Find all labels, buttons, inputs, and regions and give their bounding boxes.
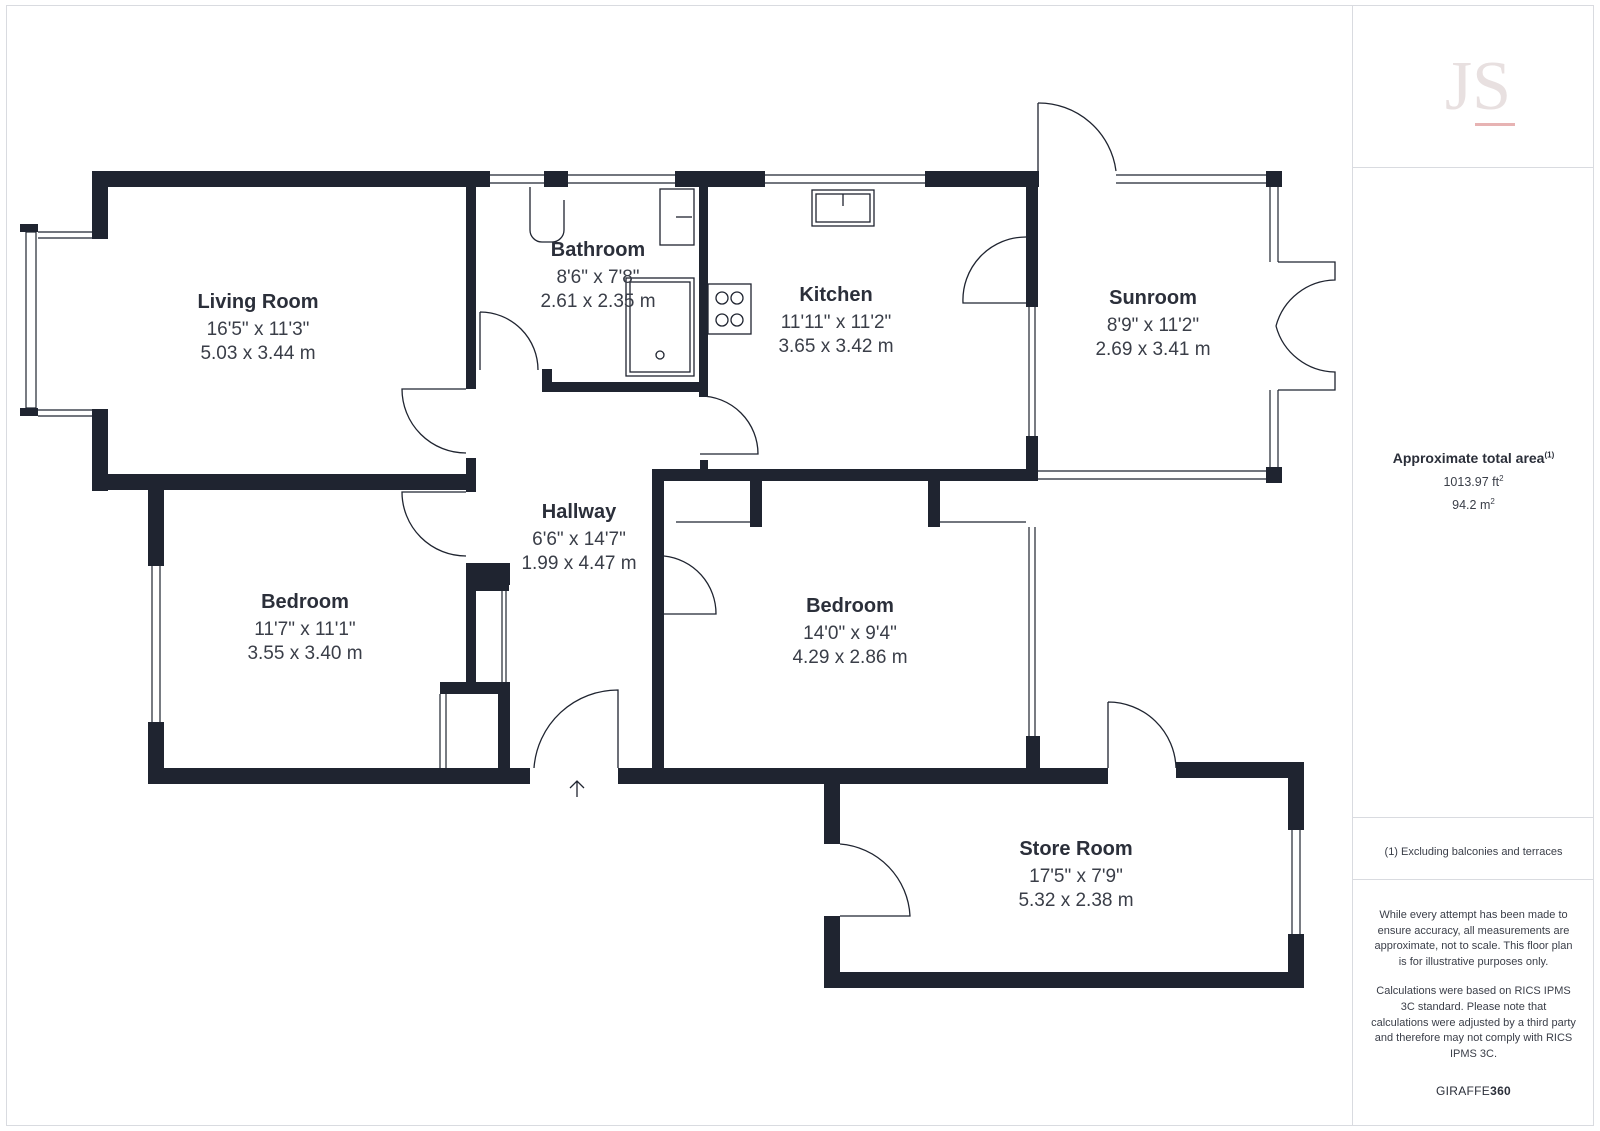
area-title-text: Approximate total area bbox=[1392, 450, 1545, 466]
room-dimensions-metric: 1.99 x 4.47 m bbox=[521, 553, 636, 574]
room-name: Sunroom bbox=[1109, 287, 1197, 309]
room-dimensions-metric: 2.61 x 2.35 m bbox=[540, 291, 655, 312]
windows bbox=[25, 174, 1301, 934]
area-sqft: 1013.97 ft2 bbox=[1353, 474, 1594, 489]
room-name: Living Room bbox=[197, 291, 318, 313]
room-dimensions-metric: 2.69 x 3.41 m bbox=[1095, 339, 1210, 360]
entrance-arrow bbox=[569, 780, 585, 797]
walls bbox=[20, 171, 1304, 988]
brand-mark: GIRAFFE360 bbox=[1353, 1084, 1594, 1098]
area-note-marker: (1) bbox=[1544, 450, 1555, 460]
room-living-room: Living Room 16'5" x 11'3" 5.03 x 3.44 m bbox=[197, 291, 318, 364]
room-dimensions-imperial: 16'5" x 11'3" bbox=[207, 319, 310, 340]
room-name: Kitchen bbox=[799, 284, 872, 306]
room-dimensions-metric: 3.65 x 3.42 m bbox=[778, 336, 893, 357]
room-name: Bedroom bbox=[806, 595, 894, 617]
disclaimer-calculations: Calculations were based on RICS IPMS 3C … bbox=[1371, 985, 1576, 1060]
room-dimensions-metric: 5.32 x 2.38 m bbox=[1018, 890, 1133, 911]
room-dimensions-imperial: 17'5" x 7'9" bbox=[1029, 866, 1123, 887]
room-kitchen: Kitchen 11'11" x 11'2" 3.65 x 3.42 m bbox=[778, 284, 893, 357]
disclaimer-accuracy: While every attempt has been made to ens… bbox=[1374, 909, 1573, 968]
unit-superscript: 2 bbox=[1490, 497, 1495, 507]
room-bedroom-2: Bedroom 14'0" x 9'4" 4.29 x 2.86 m bbox=[792, 595, 907, 668]
floorplan-sheet bbox=[6, 5, 1594, 1126]
divider bbox=[1353, 167, 1594, 168]
room-name: Hallway bbox=[542, 501, 617, 523]
room-store-room: Store Room 17'5" x 7'9" 5.32 x 2.38 m bbox=[1018, 838, 1133, 911]
info-panel: JS Approximate total area(1) 1013.97 ft2… bbox=[1352, 5, 1594, 1126]
area-sqm: 94.2 m2 bbox=[1353, 497, 1594, 512]
js-monogram-icon: JS bbox=[1445, 48, 1515, 126]
area-sqft-value: 1013.97 ft bbox=[1443, 475, 1500, 490]
area-summary: Approximate total area(1) 1013.97 ft2 94… bbox=[1353, 450, 1594, 512]
room-bedroom-1: Bedroom 11'7" x 11'1" 3.55 x 3.40 m bbox=[247, 591, 362, 664]
unit-superscript: 2 bbox=[1499, 474, 1504, 483]
room-dimensions-imperial: 8'9" x 11'2" bbox=[1107, 315, 1199, 336]
room-dimensions-imperial: 14'0" x 9'4" bbox=[803, 623, 897, 644]
area-title: Approximate total area(1) bbox=[1353, 450, 1594, 466]
room-name: Store Room bbox=[1019, 838, 1132, 860]
brand-suffix: 360 bbox=[1490, 1084, 1512, 1098]
room-dimensions-metric: 4.29 x 2.86 m bbox=[792, 647, 907, 668]
brand-prefix: GIRAFFE bbox=[1435, 1084, 1491, 1098]
room-dimensions-imperial: 11'7" x 11'1" bbox=[254, 619, 355, 640]
room-dimensions-metric: 5.03 x 3.44 m bbox=[200, 343, 315, 364]
doors bbox=[401, 102, 1336, 917]
area-footnote: (1) Excluding balconies and terraces bbox=[1384, 846, 1563, 858]
room-dimensions-imperial: 6'6" x 14'7" bbox=[532, 529, 626, 550]
fixtures bbox=[529, 187, 875, 377]
room-name: Bedroom bbox=[261, 591, 349, 613]
room-labels: Living Room 16'5" x 11'3" 5.03 x 3.44 m … bbox=[197, 239, 1210, 911]
floor-plan: Living Room 16'5" x 11'3" 5.03 x 3.44 m … bbox=[20, 102, 1336, 988]
room-dimensions-imperial: 8'6" x 7'8" bbox=[556, 267, 639, 288]
room-bathroom: Bathroom 8'6" x 7'8" 2.61 x 2.35 m bbox=[540, 239, 655, 312]
room-dimensions-imperial: 11'11" x 11'2" bbox=[781, 312, 892, 333]
room-sunroom: Sunroom 8'9" x 11'2" 2.69 x 3.41 m bbox=[1095, 287, 1210, 360]
room-name: Bathroom bbox=[551, 239, 645, 261]
divider bbox=[1353, 879, 1594, 880]
divider bbox=[1353, 817, 1594, 818]
area-sqm-value: 94.2 m bbox=[1452, 498, 1491, 513]
disclaimer: While every attempt has been made to ens… bbox=[1371, 908, 1576, 1076]
room-dimensions-metric: 3.55 x 3.40 m bbox=[247, 643, 362, 664]
room-hallway: Hallway 6'6" x 14'7" 1.99 x 4.47 m bbox=[521, 501, 636, 574]
svg-text:JS: JS bbox=[1445, 48, 1511, 125]
